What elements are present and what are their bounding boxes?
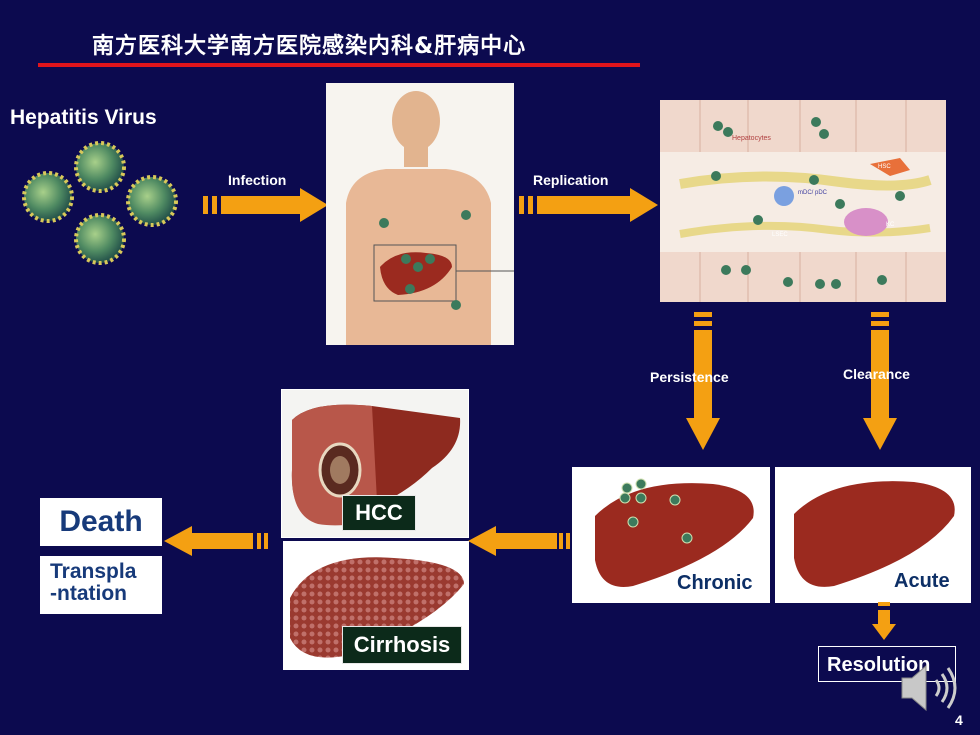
virus-particle (126, 175, 178, 227)
header-divider (38, 63, 640, 67)
cirrhosis-label: Cirrhosis (342, 626, 462, 664)
kc-label: KC (886, 222, 895, 228)
infection-label: Infection (228, 172, 287, 188)
death-box: Death (40, 498, 162, 546)
replication-arrow (519, 188, 658, 222)
liver-tissue-image: Hepatocytes HSC mDC/ pDC KC LSEC (660, 100, 946, 302)
progression-arrow (468, 526, 570, 556)
speaker-icon[interactable] (896, 660, 962, 716)
virus-label: Hepatitis Virus (10, 106, 157, 129)
acute-liver-image: Acute (775, 467, 971, 603)
resolution-arrow (872, 602, 896, 640)
chronic-label: Chronic (677, 572, 753, 594)
clearance-arrow (863, 312, 897, 450)
hcc-label: HCC (342, 495, 416, 531)
infection-arrow (203, 188, 328, 222)
page-title: 南方医科大学南方医院感染内科&肝病中心 (92, 34, 527, 59)
hsc-label: HSC (878, 164, 891, 170)
hepatocytes-label: Hepatocytes (732, 135, 771, 142)
transplantation-box: Transpla -ntation (40, 556, 162, 614)
acute-label: Acute (894, 570, 950, 592)
human-body-image (326, 83, 514, 345)
virus-particle (22, 171, 74, 223)
virus-particle (74, 141, 126, 193)
virus-particles-image (22, 141, 178, 265)
chronic-liver-image: Chronic (572, 467, 770, 603)
persistence-label: Persistence (650, 369, 729, 385)
page-number: 4 (955, 712, 963, 728)
virus-particle (74, 213, 126, 265)
hcc-liver-image (281, 389, 469, 538)
lsec-label: LSEC (772, 232, 788, 238)
mdc-label: mDC/ pDC (798, 190, 828, 196)
death-arrow (164, 526, 268, 556)
resolution-box: Resolution (818, 646, 956, 682)
persistence-arrow (686, 312, 720, 450)
replication-label: Replication (533, 172, 609, 188)
clearance-label: Clearance (843, 366, 910, 382)
